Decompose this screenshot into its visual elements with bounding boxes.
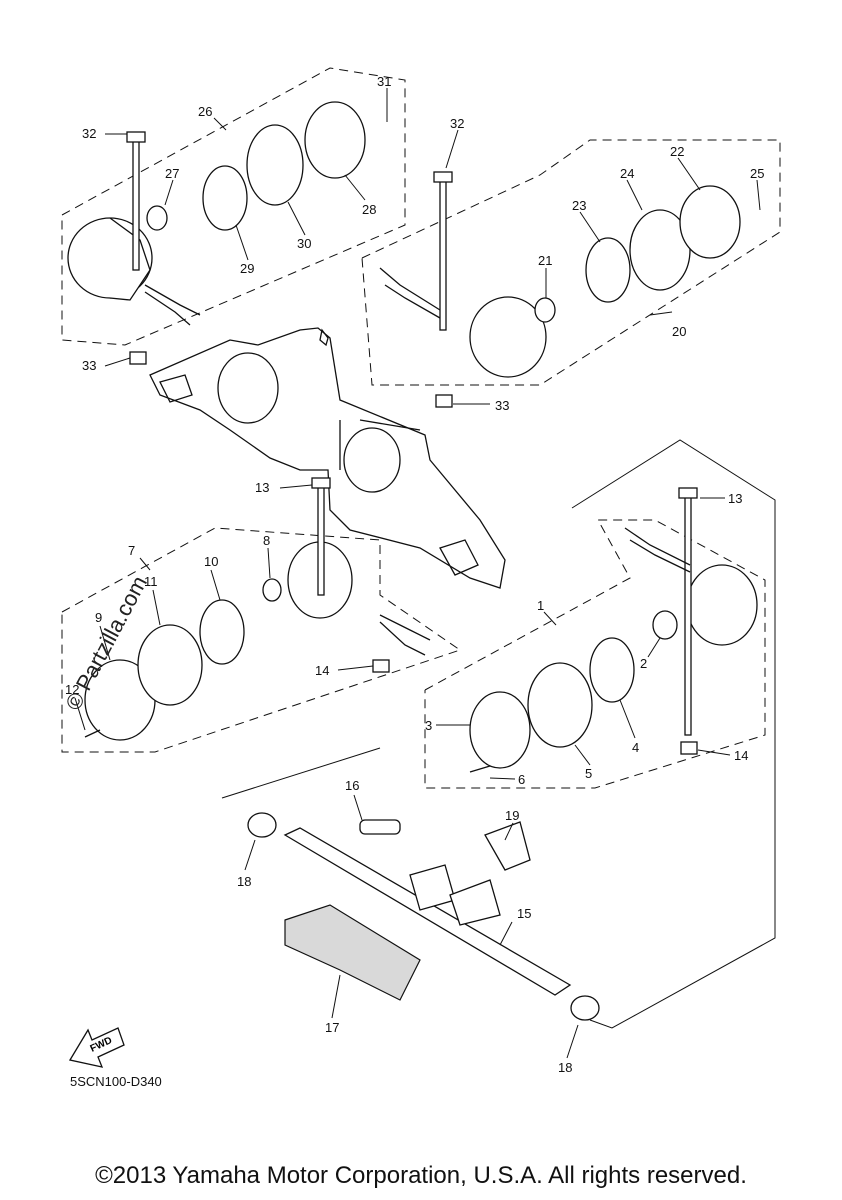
callout-10: 10 (204, 554, 218, 569)
gasket-29-shape (202, 165, 248, 231)
group-outline-bar-assembly (221, 439, 776, 1029)
headlight-bracket (149, 327, 506, 589)
callout-labels: 31 26 32 27 28 29 30 33 32 22 24 25 23 2… (65, 74, 764, 1075)
callout-11: 11 (144, 574, 158, 589)
rim-5-shape (527, 662, 593, 748)
group-outline-rear-left (61, 67, 406, 346)
callout-19: 19 (505, 808, 519, 823)
callout-2: 2 (640, 656, 647, 671)
callout-13-b: 13 (728, 491, 742, 506)
callout-30: 30 (297, 236, 311, 251)
callout-16: 16 (345, 778, 359, 793)
group-outline-front-left (61, 527, 462, 753)
callout-33-b: 33 (495, 398, 509, 413)
nut-14-shape (372, 659, 390, 673)
lens-3-shape (469, 691, 531, 769)
callout-18: 18 (237, 874, 251, 889)
cap-18b-shape (570, 995, 600, 1021)
callout-31: 31 (377, 74, 391, 89)
callout-5: 5 (585, 766, 592, 781)
bar-15-shape (283, 827, 572, 996)
callout-20: 20 (672, 324, 686, 339)
rim-30-shape (246, 124, 304, 206)
callout-24: 24 (620, 166, 634, 181)
bolt-13-shape (317, 484, 325, 596)
callout-14-b: 14 (734, 748, 748, 763)
cover-17-shape (284, 904, 421, 1001)
bar-assembly (247, 812, 600, 1021)
callout-29: 29 (240, 261, 254, 276)
callout-14: 14 (315, 663, 329, 678)
copyright-footer: ©2013 Yamaha Motor Corporation, U.S.A. A… (95, 1162, 747, 1189)
callout-9: 9 (95, 610, 102, 625)
bulb-27-shape (146, 205, 168, 231)
group-outline-front-right (424, 519, 766, 789)
callout-8: 8 (263, 533, 270, 548)
callout-28: 28 (362, 202, 376, 217)
bulb-2-shape (652, 610, 678, 640)
fwd-arrow: FWD (68, 1027, 125, 1068)
callout-25: 25 (750, 166, 764, 181)
callout-18-b: 18 (558, 1060, 572, 1075)
bolt-16-shape (359, 819, 401, 835)
gasket-23-shape (585, 237, 631, 303)
cap-18a-shape (247, 812, 277, 838)
callout-15: 15 (517, 906, 531, 921)
gasket-4-shape (589, 637, 635, 703)
callout-6: 6 (518, 772, 525, 787)
diagram-code: 5SCN100-D340 (70, 1074, 162, 1089)
front-right-turn-signal (469, 487, 758, 773)
callout-32: 32 (82, 126, 96, 141)
rear-left-turn-signal (67, 101, 366, 365)
callout-27: 27 (165, 166, 179, 181)
callout-3: 3 (425, 718, 432, 733)
front-left-turn-signal (84, 477, 431, 741)
callout-23: 23 (572, 198, 586, 213)
callout-4: 4 (632, 740, 639, 755)
callout-32-b: 32 (450, 116, 464, 131)
callout-21: 21 (538, 253, 552, 268)
callout-22: 22 (670, 144, 684, 159)
callout-12: 12 (65, 682, 79, 697)
callout-17: 17 (325, 1020, 339, 1035)
rear-right-turn-signal (379, 171, 741, 408)
callout-13: 13 (255, 480, 269, 495)
bulb-21-shape (534, 297, 556, 323)
bolt-13b-shape (684, 494, 692, 736)
bolt-32b-shape (439, 179, 447, 331)
lens-22-shape (679, 185, 741, 259)
rim-24-shape (629, 209, 691, 291)
bulb-8-shape (262, 578, 282, 602)
leader-lines (74, 88, 761, 1059)
gasket-10-shape (199, 599, 245, 665)
nut-33b-shape (435, 394, 453, 408)
callout-26: 26 (198, 104, 212, 119)
bolt-32-shape (132, 139, 140, 271)
lens-28-shape (304, 101, 366, 179)
clamp-19-shape (484, 821, 531, 871)
nut-33-shape (129, 351, 147, 365)
rim-11-shape (137, 624, 203, 706)
callout-1: 1 (537, 598, 544, 613)
callout-33: 33 (82, 358, 96, 373)
group-outline-rear-right (361, 139, 781, 386)
callout-7: 7 (128, 543, 135, 558)
nut-14b-shape (680, 741, 698, 755)
